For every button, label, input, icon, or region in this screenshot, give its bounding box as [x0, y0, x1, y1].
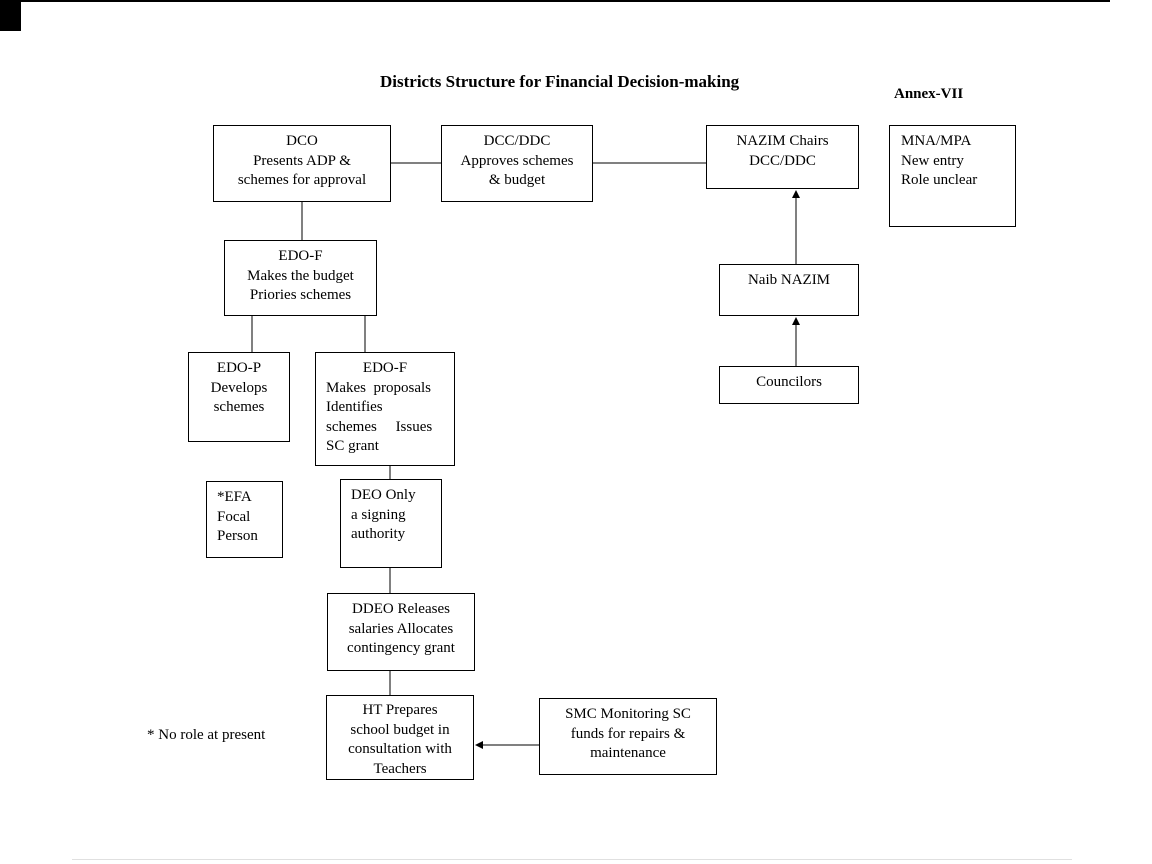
bottom-border-line — [72, 859, 1072, 860]
box-line: DCC/DDC — [483, 133, 551, 149]
box-smc: SMC Monitoring SC funds for repairs & ma… — [539, 698, 717, 775]
box-line: schemes for approval — [237, 172, 367, 188]
box-efa-focal-person: *EFA Focal Person — [206, 481, 283, 558]
box-line: EDO-P — [216, 360, 262, 376]
box-line: NAZIM Chairs — [736, 133, 829, 149]
footnote: * No role at present — [147, 727, 266, 743]
box-line: DCO — [286, 133, 318, 149]
box-line: contingency grant — [347, 640, 455, 656]
box-line: authority — [351, 526, 406, 542]
box-edo-p: EDO-P Develops schemes — [188, 352, 290, 442]
box-line: *EFA — [217, 489, 252, 505]
box-line: EDO-F — [278, 248, 323, 264]
box-line: Focal — [217, 508, 251, 525]
box-deo: DEO Only a signing authority — [340, 479, 442, 568]
box-line: Approves schemes — [460, 152, 574, 169]
box-line: Councilors — [756, 374, 822, 390]
box-line: Makes proposals — [326, 379, 431, 396]
box-line: SMC Monitoring SC — [565, 706, 691, 722]
box-line: DCC/DDC — [749, 152, 816, 169]
box-line: HT Prepares — [362, 702, 438, 718]
box-line: Develops — [210, 379, 268, 396]
box-line: schemes — [213, 399, 265, 415]
box-mna-mpa: MNA/MPA New entry Role unclear — [889, 125, 1016, 227]
box-line: school budget in — [350, 721, 450, 738]
box-line: Teachers — [373, 760, 427, 777]
box-nazim: NAZIM Chairs DCC/DDC — [706, 125, 859, 189]
box-line: DDEO Releases — [352, 601, 450, 617]
box-edo-f-budget: EDO-F Makes the budget Priories schemes — [224, 240, 377, 316]
box-line: Identifies — [326, 399, 383, 415]
box-line: funds for repairs & — [570, 725, 686, 742]
box-line: EDO-F — [362, 360, 408, 376]
box-line: & budget — [488, 172, 546, 188]
annex-label: Annex-VII — [894, 86, 964, 102]
box-line: a signing — [351, 506, 406, 523]
box-line: Priories schemes — [249, 287, 352, 303]
box-dco: DCO Presents ADP & schemes for approval — [213, 125, 391, 202]
box-line: Person — [217, 528, 258, 544]
box-edo-f-proposals: EDO-F Makes proposals Identifies schemes… — [315, 352, 455, 466]
box-line: salaries Allocates — [348, 620, 454, 637]
box-ddeo: DDEO Releases salaries Allocates conting… — [327, 593, 475, 671]
diagram-title: Districts Structure for Financial Decisi… — [380, 72, 740, 91]
box-line: DEO Only — [351, 487, 416, 503]
top-border-line — [0, 0, 1110, 2]
box-line: maintenance — [590, 745, 666, 761]
box-line: Makes the budget — [247, 267, 354, 284]
box-line: schemes Issues — [326, 418, 433, 435]
box-line: Role unclear — [901, 172, 978, 188]
box-naib-nazim: Naib NAZIM — [719, 264, 859, 316]
box-line: Presents ADP & — [253, 152, 351, 169]
corner-block — [0, 2, 21, 31]
box-line: MNA/MPA — [901, 133, 972, 149]
box-line: consultation with — [348, 741, 452, 757]
box-ht: HT Prepares school budget in consultatio… — [326, 695, 474, 780]
box-line: Naib NAZIM — [747, 272, 831, 288]
box-dcc-ddc: DCC/DDC Approves schemes & budget — [441, 125, 593, 202]
box-line: SC grant — [326, 438, 379, 454]
box-line: New entry — [901, 152, 964, 169]
box-councilors: Councilors — [719, 366, 859, 404]
